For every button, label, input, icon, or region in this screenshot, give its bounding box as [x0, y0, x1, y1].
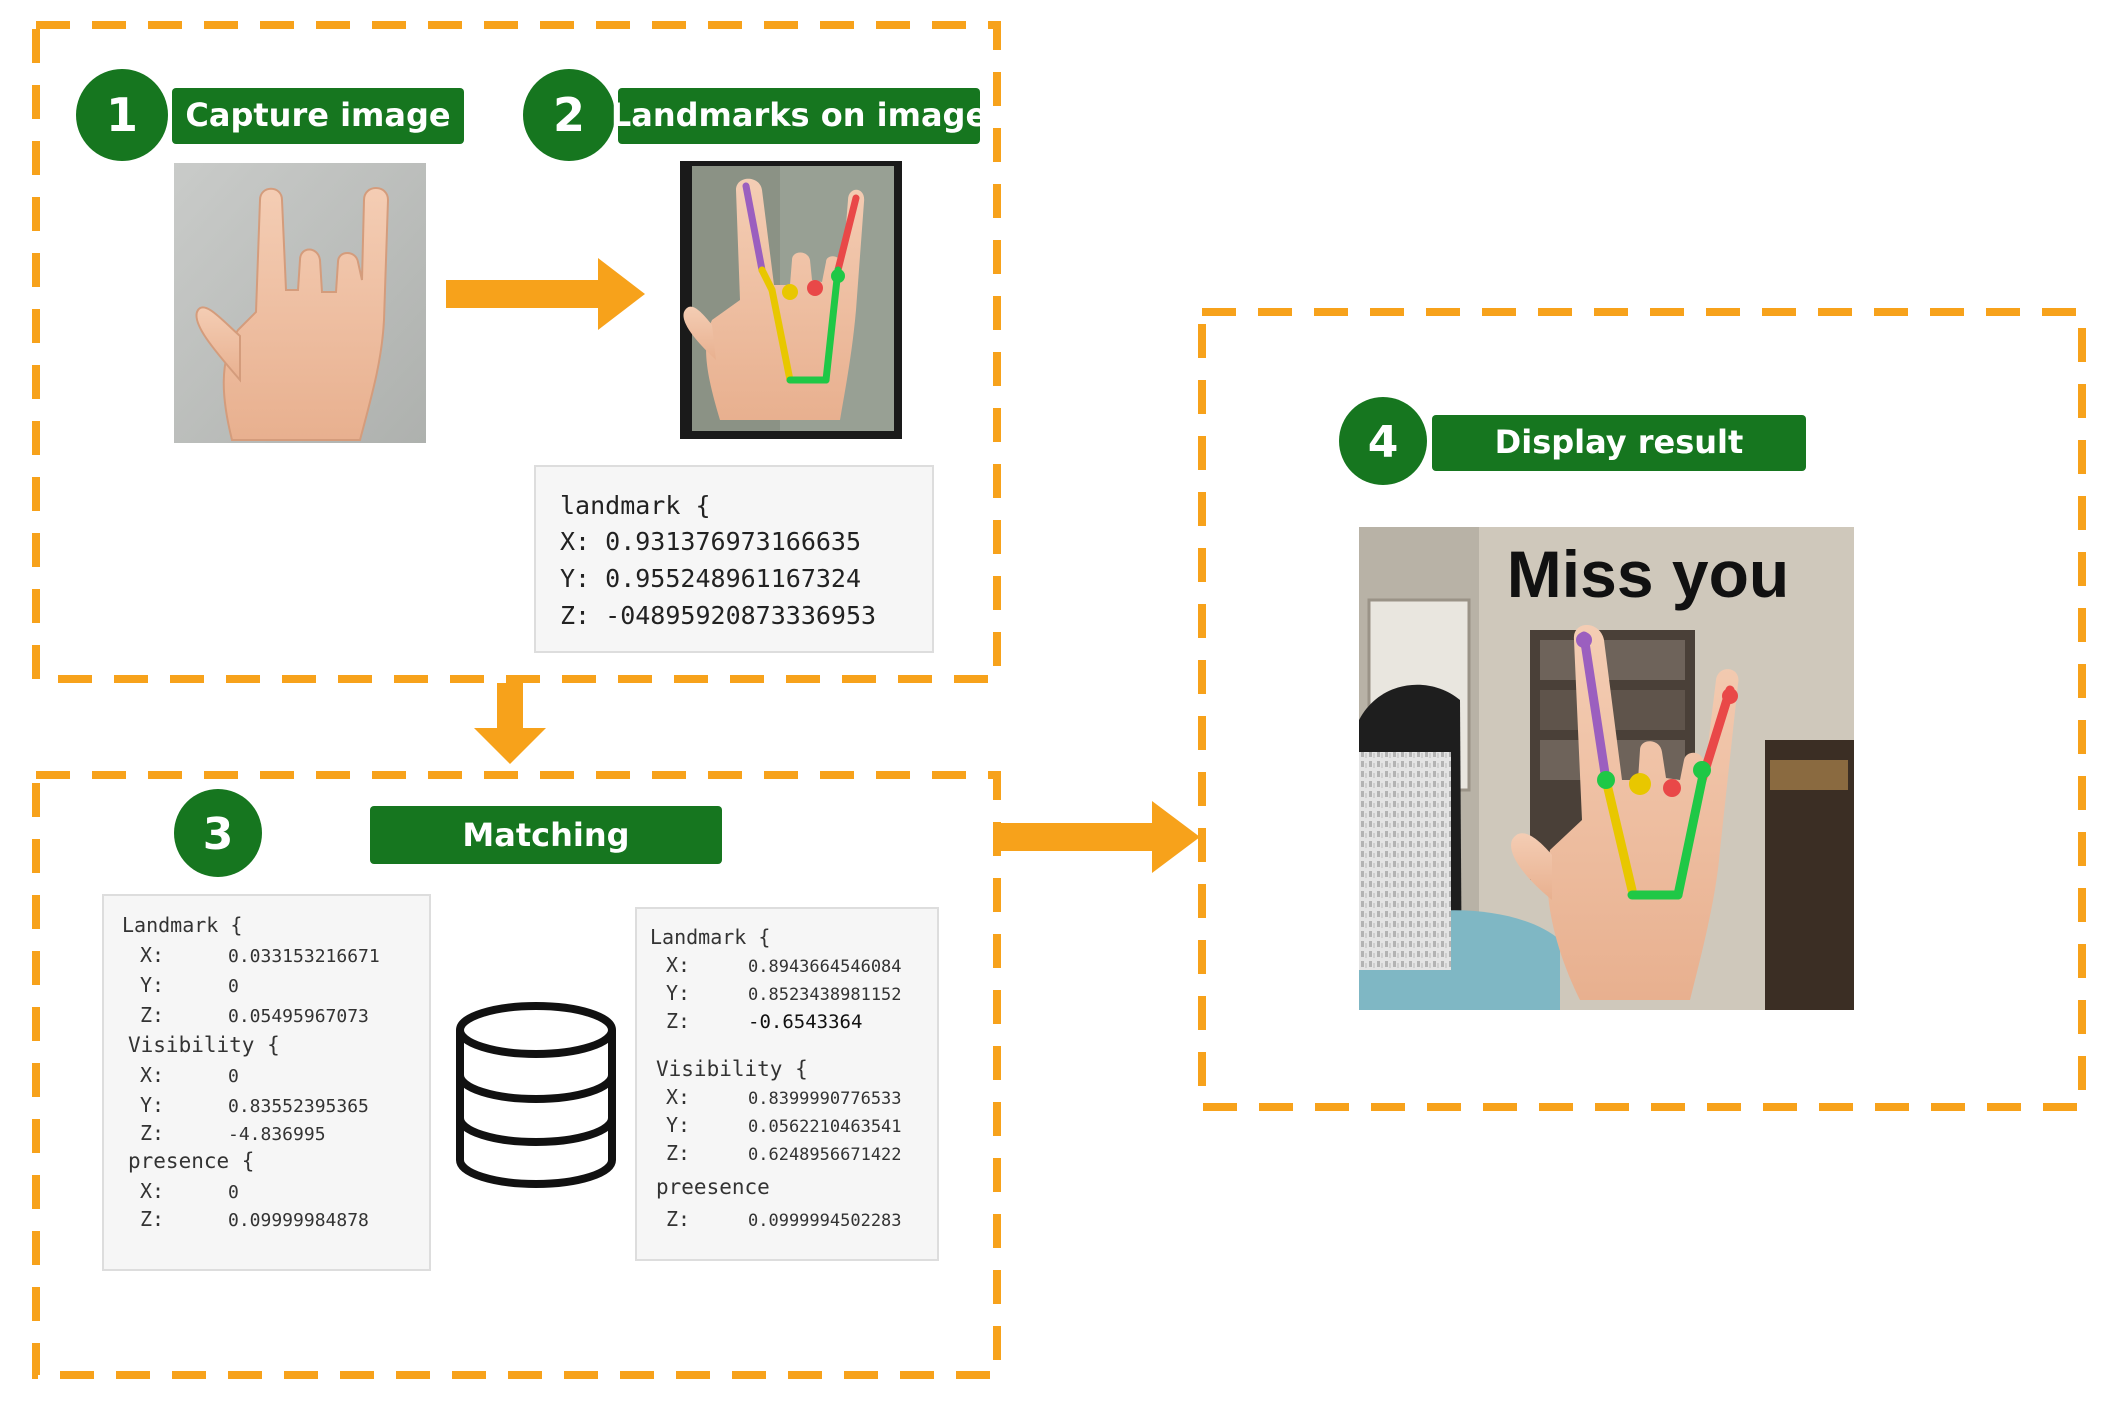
step2-number: 2: [553, 88, 585, 142]
match-left-key-2: Y:: [140, 973, 164, 997]
step1-number-circle: [76, 69, 168, 161]
arrow-matching-to-display: [997, 801, 1200, 873]
match-right-header: Landmark {: [650, 925, 770, 949]
step1-number: 1: [106, 88, 138, 142]
landmark-line-4: Z: -04895920873336953: [560, 601, 876, 630]
match-left-vis-val-2: 0.83552395365: [228, 1096, 369, 1117]
match-right-key-3: Z:: [666, 1009, 690, 1033]
step3-number-circle: [174, 789, 262, 877]
match-left-visibility-header: Visibility {: [128, 1033, 280, 1057]
step1-label: Capture image: [185, 96, 450, 134]
match-right-vis-key-3: Z:: [666, 1141, 690, 1165]
match-right-panel: Landmark { X: 0.8943664546084 Y: 0.85234…: [635, 907, 939, 1261]
match-left-pres-key-2: Z:: [140, 1207, 164, 1231]
match-right-vis-key-2: Y:: [666, 1113, 690, 1137]
blurred-face-region: [1359, 752, 1451, 970]
step2-header: 2 Landmarks on image: [523, 69, 987, 161]
match-right-key-1: X:: [666, 953, 690, 977]
arrow-capture-to-landmarks: [446, 258, 645, 330]
step3-label-bar: [370, 806, 722, 864]
match-left-key-3: Z:: [140, 1003, 164, 1027]
step4-label: Display result: [1495, 423, 1744, 461]
step1-header: 1 Capture image: [76, 69, 464, 161]
match-left-vis-key-3: Z:: [140, 1121, 164, 1145]
landmark-line-3: Y: 0.955248961167324: [560, 564, 861, 593]
match-left-val-2: 0: [228, 976, 239, 997]
step2-number-circle: [523, 69, 615, 161]
match-left-vis-key-2: Y:: [140, 1093, 164, 1117]
match-left-vis-key-1: X:: [140, 1063, 164, 1087]
match-left-pres-key-1: X:: [140, 1179, 164, 1203]
match-left-vis-val-1: 0: [228, 1066, 239, 1087]
match-right-val-2: 0.8523438981152: [748, 985, 902, 1005]
arrow-to-matching: [474, 683, 546, 764]
match-left-header: Landmark {: [122, 913, 242, 937]
match-left-panel: Landmark { X: 0.033153216671 Y: 0 Z: 0.0…: [102, 894, 431, 1271]
result-photo: Miss you: [1359, 527, 1854, 1010]
landmark-line-2: X: 0.931376973166635: [560, 527, 861, 556]
match-left-presence-header: presence {: [128, 1149, 254, 1173]
step4-number: 4: [1368, 417, 1399, 468]
match-right-vis-val-2: 0.0562210463541: [748, 1117, 902, 1137]
match-right-visibility-header: Visibility {: [656, 1057, 808, 1081]
match-right-val-1: 0.8943664546084: [748, 957, 902, 977]
step4-number-circle: [1339, 397, 1427, 485]
step3-label: Matching: [462, 816, 629, 854]
match-left-vis-val-3: -4.836995: [228, 1124, 326, 1145]
match-right-pres-val-1: 0.0999994502283: [748, 1211, 902, 1231]
step4-label-bar: [1432, 415, 1806, 471]
match-right-pres-key-1: Z:: [666, 1207, 690, 1231]
match-left-val-3: 0.05495967073: [228, 1006, 369, 1027]
match-left-pres-val-2: 0.09999984878: [228, 1210, 369, 1231]
result-caption: Miss you: [1507, 537, 1789, 611]
step3-number: 3: [203, 809, 234, 860]
match-right-vis-val-3: 0.6248956671422: [748, 1145, 902, 1165]
step2-label: Landmarks on image: [611, 96, 987, 134]
landmark-data-box: landmark { X: 0.931376973166635 Y: 0.955…: [534, 465, 934, 653]
frame-matching: [32, 771, 1001, 1379]
step2-label-bar: [618, 88, 980, 144]
step4-header: 4 Display result: [1339, 397, 1806, 485]
landmark-line-1: landmark {: [560, 491, 711, 520]
match-right-presence-header: preesence: [656, 1175, 770, 1199]
match-left-val-1: 0.033153216671: [228, 946, 380, 967]
match-left-key-1: X:: [140, 943, 164, 967]
step3-header: 3 Matching: [174, 789, 722, 877]
frame-capture-landmarks: [32, 21, 1001, 683]
hand-landmarks-photo: [680, 161, 902, 439]
hand-sign-photo: [174, 163, 426, 443]
match-right-vis-val-1: 0.8399990776533: [748, 1089, 902, 1109]
match-right-key-2: Y:: [666, 981, 690, 1005]
step1-label-bar: [172, 88, 464, 144]
match-right-vis-key-1: X:: [666, 1085, 690, 1109]
database-icon: [456, 1002, 616, 1188]
match-left-pres-val-1: 0: [228, 1182, 239, 1203]
match-right-val-3: -0.6543364: [748, 1011, 862, 1033]
